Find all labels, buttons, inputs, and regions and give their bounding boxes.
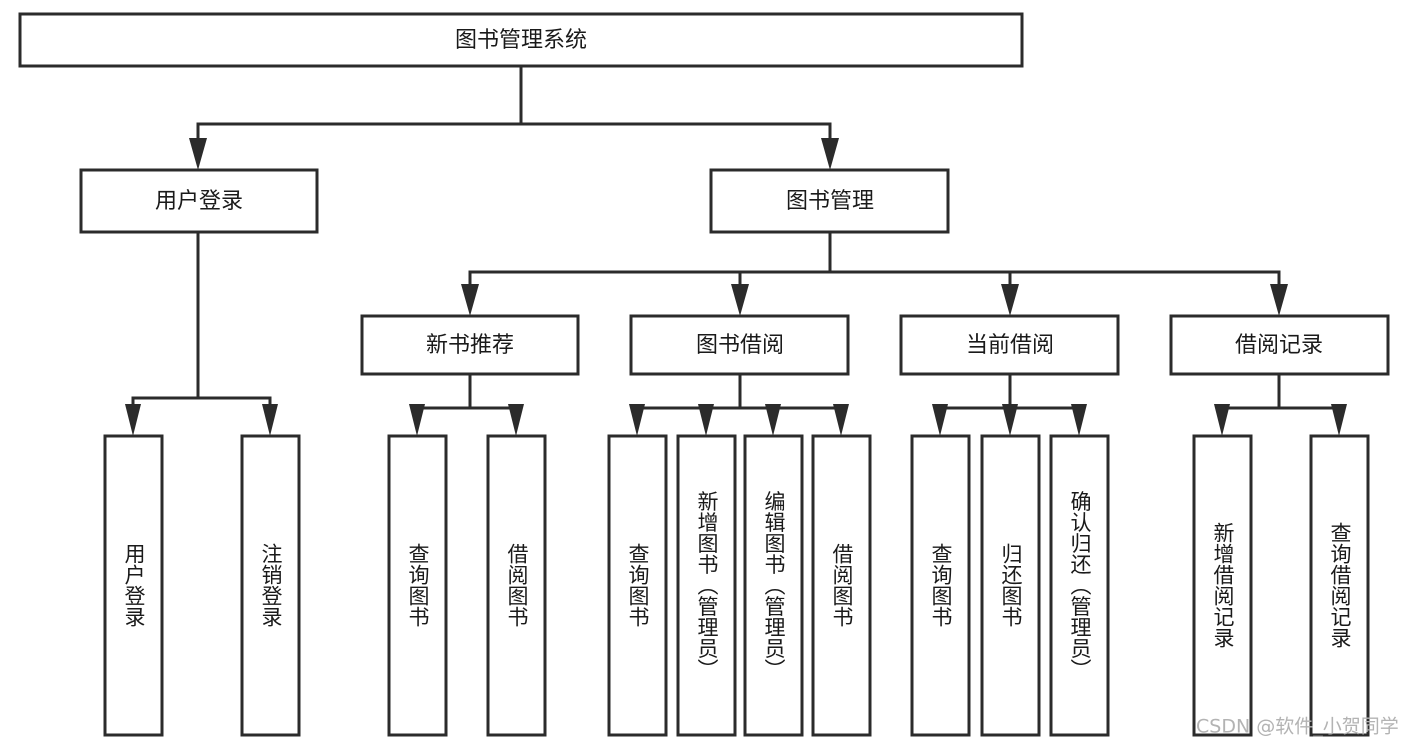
node-borrow-record[interactable]: 借阅记录 [1169, 314, 1390, 376]
connector-group-borrow-record-leaves [1214, 372, 1347, 436]
leaf-query-record-box[interactable] [1309, 434, 1370, 737]
node-current-borrow-box[interactable] [899, 314, 1120, 376]
arrowhead-leaf-query-record [1331, 404, 1347, 436]
arrowhead-current-borrow [1001, 284, 1019, 316]
arrowhead-leaf-user-login [125, 404, 141, 436]
watermark-label: CSDN @软件_小贺同学 [1196, 716, 1399, 738]
arrowhead-leaf-edit-book [765, 404, 781, 436]
leaf-confirm-return[interactable]: 确认归还（管理员） [1049, 434, 1110, 737]
leaf-user-logout-label: 注销登录 [259, 543, 283, 627]
leaf-return-book-label: 归还图书 [999, 543, 1023, 627]
leaf-return-book[interactable]: 归还图书 [980, 434, 1041, 737]
leaf-query-book-2-label: 查询图书 [626, 543, 650, 627]
node-current-borrow-label: 当前借阅 [966, 333, 1054, 358]
leaf-add-record[interactable]: 新增借阅记录 [1192, 434, 1253, 737]
leaf-query-record[interactable]: 查询借阅记录 [1309, 434, 1370, 737]
leaf-edit-book-label: 编辑图书（管理员） [762, 491, 786, 680]
leaf-query-book-3-label: 查询图书 [929, 543, 953, 627]
node-book-management-box[interactable] [709, 168, 950, 234]
connector-group-book-borrow-leaves [629, 372, 849, 436]
leaf-confirm-return-box[interactable] [1049, 434, 1110, 737]
connector-group-current-borrow-leaves [932, 372, 1087, 436]
leaf-edit-book-box[interactable] [743, 434, 804, 737]
arrowhead-borrow-record [1270, 284, 1288, 316]
arrowhead-leaf-query-book-2 [629, 404, 645, 436]
connector-group-new-book-leaves [409, 372, 524, 436]
leaf-query-book-2[interactable]: 查询图书 [607, 434, 668, 737]
node-borrow-record-box[interactable] [1169, 314, 1390, 376]
leaf-user-login-box[interactable] [103, 434, 164, 737]
node-book-borrow-box[interactable] [629, 314, 850, 376]
node-user-login[interactable]: 用户登录 [79, 168, 319, 234]
leaf-query-book-1-label: 查询图书 [406, 543, 430, 627]
leaf-borrow-book-2-box[interactable] [811, 434, 872, 737]
node-new-book-recommend-box[interactable] [360, 314, 580, 376]
leaf-borrow-book-1-label: 借阅图书 [505, 543, 529, 627]
leaf-add-book-label: 新增图书（管理员） [695, 491, 719, 680]
connector-group-root-to-level2 [189, 64, 839, 170]
node-user-login-label: 用户登录 [155, 189, 243, 214]
node-borrow-record-label: 借阅记录 [1235, 333, 1323, 358]
leaf-add-book[interactable]: 新增图书（管理员） [676, 434, 737, 737]
node-new-book-recommend[interactable]: 新书推荐 [360, 314, 580, 376]
node-user-login-box[interactable] [79, 168, 319, 234]
arrowhead-leaf-borrow-book-2 [833, 404, 849, 436]
arrowhead-book-borrow [731, 284, 749, 316]
leaf-query-book-3-box[interactable] [910, 434, 971, 737]
node-root[interactable]: 图书管理系统 [18, 12, 1024, 68]
leaf-user-logout-box[interactable] [240, 434, 301, 737]
arrowhead-new-book-recommend [461, 284, 479, 316]
leaf-query-book-2-box[interactable] [607, 434, 668, 737]
leaf-user-logout[interactable]: 注销登录 [240, 434, 301, 737]
node-current-borrow[interactable]: 当前借阅 [899, 314, 1120, 376]
arrowhead-leaf-borrow-book-1 [508, 404, 524, 436]
node-book-management[interactable]: 图书管理 [709, 168, 950, 234]
arrowhead-leaf-user-logout [262, 404, 278, 436]
node-book-borrow[interactable]: 图书借阅 [629, 314, 850, 376]
arrowhead-book-management [821, 138, 839, 170]
node-root-label: 图书管理系统 [455, 28, 587, 53]
leaf-add-record-box[interactable] [1192, 434, 1253, 737]
leaf-borrow-book-1[interactable]: 借阅图书 [486, 434, 547, 737]
leaf-query-book-1-box[interactable] [387, 434, 448, 737]
leaf-add-book-box[interactable] [676, 434, 737, 737]
leaf-user-login-label: 用户登录 [122, 543, 146, 627]
arrowhead-leaf-add-record [1214, 404, 1230, 436]
arrowhead-leaf-query-book-3 [932, 404, 948, 436]
arrowhead-user-login [189, 138, 207, 170]
arrowhead-leaf-confirm-return [1071, 404, 1087, 436]
leaf-confirm-return-label: 确认归还（管理员） [1068, 491, 1092, 680]
connector-group-user-login-leaves [125, 230, 278, 436]
arrowhead-leaf-return-book [1002, 404, 1018, 436]
leaf-query-book-1[interactable]: 查询图书 [387, 434, 448, 737]
connector-group-book-management-to-level3 [461, 230, 1288, 316]
node-book-borrow-label: 图书借阅 [696, 333, 784, 358]
leaf-user-login[interactable]: 用户登录 [103, 434, 164, 737]
leaf-query-book-3[interactable]: 查询图书 [910, 434, 971, 737]
node-root-box[interactable] [18, 12, 1024, 68]
leaf-borrow-book-2[interactable]: 借阅图书 [811, 434, 872, 737]
leaf-edit-book[interactable]: 编辑图书（管理员） [743, 434, 804, 737]
leaf-query-record-label: 查询借阅记录 [1328, 522, 1352, 648]
leaf-return-book-box[interactable] [980, 434, 1041, 737]
node-new-book-recommend-label: 新书推荐 [426, 333, 514, 358]
leaf-add-record-label: 新增借阅记录 [1211, 522, 1235, 648]
arrowhead-leaf-query-book-1 [409, 404, 425, 436]
leaf-borrow-book-2-label: 借阅图书 [830, 543, 854, 627]
leaf-borrow-book-1-box[interactable] [486, 434, 547, 737]
arrowhead-leaf-add-book [698, 404, 714, 436]
node-book-management-label: 图书管理 [786, 189, 874, 214]
